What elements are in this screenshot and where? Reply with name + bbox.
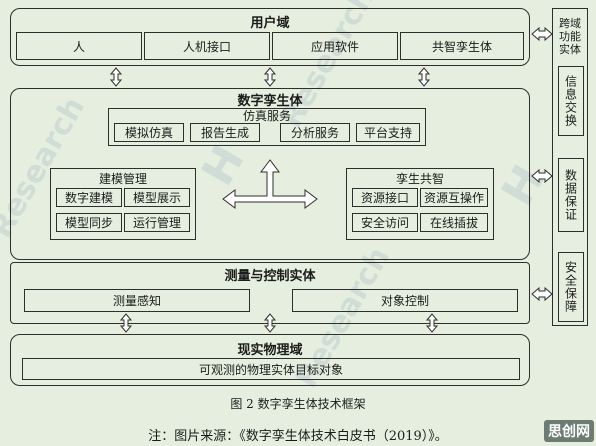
measure-item-sensing: 测量感知 [24, 289, 250, 312]
co-intel-item-secure-access: 安全访问 [352, 213, 418, 232]
double-arrow-icon [531, 168, 553, 184]
sim-service-box [108, 108, 426, 146]
sim-service-title: 仿真服务 [242, 109, 291, 123]
user-item-co-intel-twin: 共智孪生体 [400, 32, 524, 60]
double-arrow-icon [263, 313, 277, 333]
side-item-info-exchange: 信息交换 [558, 66, 584, 136]
digital-twin-domain [10, 88, 530, 260]
co-intel-item-res-interface: 资源接口 [352, 188, 418, 207]
modeling-item-sync: 模型同步 [56, 213, 122, 232]
double-arrow-icon [417, 67, 431, 87]
measure-control-title: 测量与控制实体 [224, 269, 316, 284]
physical-domain [10, 334, 530, 386]
double-arrow-icon [119, 313, 133, 333]
source-note: 注：图片来源：《数字孪生体技术白皮书（2019）》。 [148, 429, 448, 444]
modeling-item-display: 模型展示 [124, 188, 190, 207]
physical-item-targets: 可观测的物理实体目标对象 [22, 358, 520, 380]
user-item-hmi: 人机接口 [144, 32, 270, 60]
co-intel-item-interop: 资源互操作 [420, 188, 488, 207]
user-item-person: 人 [16, 32, 142, 60]
physical-domain-title: 现实物理域 [237, 343, 303, 358]
modeling-item-ops: 运行管理 [124, 213, 190, 232]
brand-logo: 思创网 [544, 420, 594, 442]
co-intel-item-hotplug: 在线插拔 [420, 213, 488, 232]
figure-caption: 图 2 数字孪生体技术框架 [230, 397, 366, 411]
side-item-data-assurance: 数据保证 [558, 158, 584, 232]
user-domain-title: 用户域 [250, 16, 290, 31]
modeling-item-build: 数字建模 [56, 188, 122, 207]
digital-twin-title: 数字孪生体 [237, 94, 303, 109]
co-intel-box [346, 168, 494, 240]
double-arrow-icon [109, 67, 123, 87]
side-title: 跨域功能实体 [559, 16, 581, 56]
user-item-app-software: 应用软件 [272, 32, 398, 60]
double-arrow-icon [531, 286, 553, 302]
modeling-title: 建模管理 [98, 172, 147, 186]
double-arrow-icon [263, 67, 277, 87]
modeling-box [50, 168, 196, 240]
sim-item-platform: 平台支持 [356, 123, 420, 142]
sim-item-report: 报告生成 [190, 123, 260, 142]
side-item-security: 安全保障 [558, 252, 584, 322]
side-column [552, 8, 588, 326]
double-arrow-icon [425, 313, 439, 333]
sim-item-analysis: 分析服务 [280, 123, 350, 142]
t-arrow-icon [222, 159, 318, 209]
user-domain [10, 8, 530, 66]
measure-item-control: 对象控制 [292, 289, 518, 312]
sim-item-simulation: 模拟仿真 [114, 123, 184, 142]
double-arrow-icon [531, 26, 553, 42]
co-intel-title: 孪生共智 [395, 172, 444, 186]
